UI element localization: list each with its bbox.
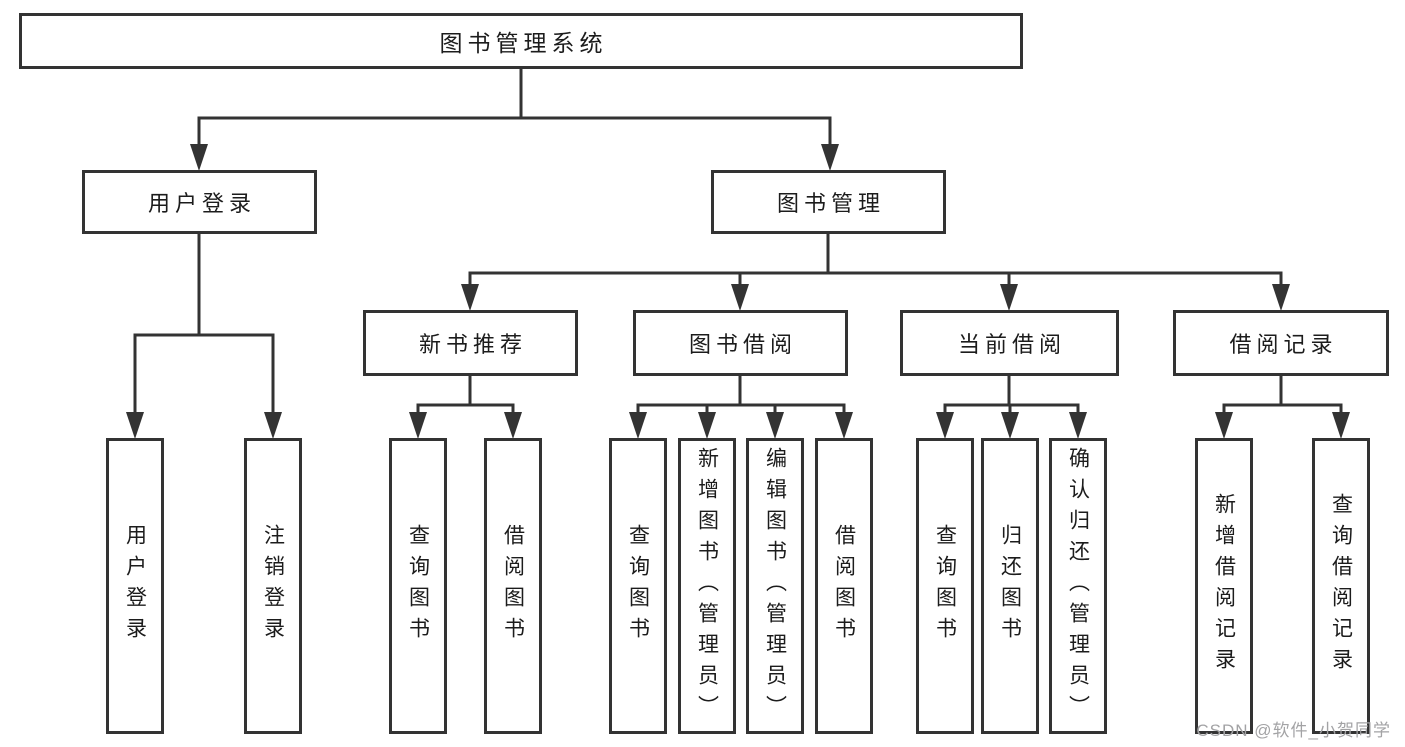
leaf-query-books-current: 查询图书 [916,438,974,734]
leaf-borrow-books-recommend: 借阅图书 [484,438,542,734]
csdn-watermark: CSDN @软件_小贺同学 [1196,721,1391,740]
node-root-system: 图书管理系统 [19,13,1023,69]
node-new-book-recommend: 新书推荐 [363,310,578,376]
leaf-borrow-books-borrow-label: 借阅图书 [832,524,856,648]
edge-new-book-recommend-to-leaves [416,376,515,434]
edge-user-login-to-leaves [133,234,275,434]
leaf-query-borrow-record-label: 查询借阅记录 [1329,493,1353,679]
edge-book-borrow-to-leaves [636,376,846,434]
leaf-add-borrow-record-label: 新增借阅记录 [1212,493,1236,679]
edge-root-to-level2 [197,68,832,166]
leaf-query-books-recommend-label: 查询图书 [406,524,430,648]
leaf-query-books-current-label: 查询图书 [933,524,957,648]
arrowheads [126,144,1350,439]
node-book-borrow: 图书借阅 [633,310,848,376]
leaf-return-book: 归还图书 [981,438,1039,734]
leaf-query-borrow-record: 查询借阅记录 [1312,438,1370,734]
node-borrow-records: 借阅记录 [1173,310,1389,376]
leaf-edit-book-admin: 编辑图书（管理员） [746,438,804,734]
node-current-borrow: 当前借阅 [900,310,1119,376]
leaf-query-books-borrow-label: 查询图书 [626,524,650,648]
leaf-borrow-books-recommend-label: 借阅图书 [501,524,525,648]
leaf-logout-label: 注销登录 [261,524,285,648]
leaf-query-books-borrow: 查询图书 [609,438,667,734]
leaf-add-book-admin-label: 新增图书（管理员） [695,446,719,726]
leaf-confirm-return-admin: 确认归还（管理员） [1049,438,1107,734]
leaf-add-book-admin: 新增图书（管理员） [678,438,736,734]
leaf-user-login-label: 用户登录 [123,524,147,648]
node-user-login: 用户登录 [82,170,317,234]
leaf-logout: 注销登录 [244,438,302,734]
leaf-borrow-books-borrow: 借阅图书 [815,438,873,734]
leaf-confirm-return-admin-label: 确认归还（管理员） [1066,446,1090,726]
leaf-user-login: 用户登录 [106,438,164,734]
leaf-add-borrow-record: 新增借阅记录 [1195,438,1253,734]
leaf-query-books-recommend: 查询图书 [389,438,447,734]
edge-book-management-to-level3 [468,234,1283,306]
node-book-management: 图书管理 [711,170,946,234]
leaf-edit-book-admin-label: 编辑图书（管理员） [763,446,787,726]
edge-borrow-records-to-leaves [1222,376,1343,434]
leaf-return-book-label: 归还图书 [998,524,1022,648]
